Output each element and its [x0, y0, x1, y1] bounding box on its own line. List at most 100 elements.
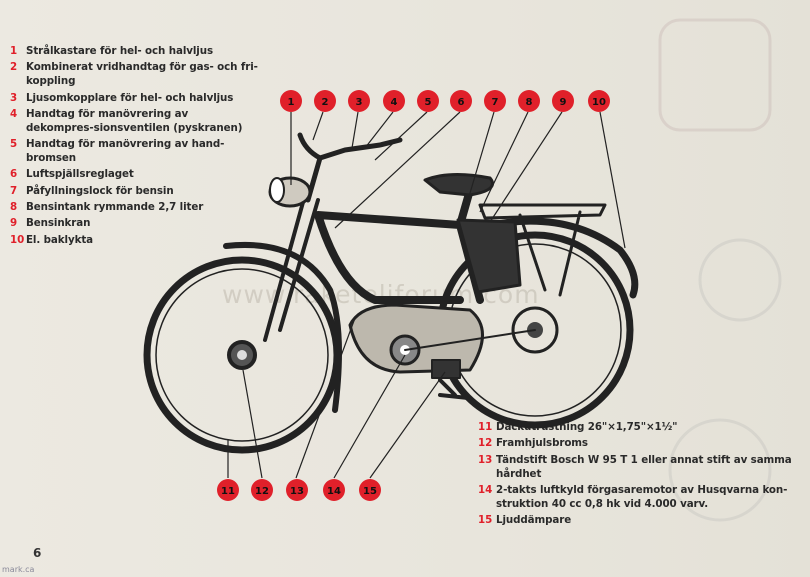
moped-illustration [143, 132, 639, 454]
handlebar [297, 132, 403, 161]
rear-carrier [478, 203, 607, 297]
legend-number: 15 [478, 514, 493, 527]
legend-text: Tändstift Bosch W 95 T 1 eller annat sti… [496, 453, 792, 480]
leader-line-13 [295, 317, 356, 479]
callout-10: 10 [588, 90, 610, 112]
callout-6: 6 [450, 90, 472, 112]
front-wheel [143, 256, 341, 454]
callout-label: 6 [458, 97, 465, 108]
legend-number: 13 [478, 453, 493, 466]
callout-5: 5 [417, 90, 439, 112]
callout-15: 15 [359, 479, 381, 501]
legend-number: 11 [478, 421, 493, 433]
leader-line-8 [479, 111, 529, 213]
legend-text: Ljuddämpare [496, 514, 572, 527]
leader-line-4 [364, 111, 394, 149]
legend-text: Strålkastare för hel- och halvljus [26, 45, 213, 57]
corner-mark: mark.ca [2, 565, 35, 574]
leader-line-6 [334, 111, 461, 229]
leader-line-2 [312, 111, 324, 141]
fuel-tank [456, 218, 522, 294]
callout-13: 13 [286, 479, 308, 501]
leader-lines [227, 111, 626, 479]
callout-8: 8 [518, 90, 540, 112]
legend-number: 7 [10, 184, 18, 197]
legend-item: 7 Påfyllningslock för bensin [8, 184, 258, 198]
callout-label: 7 [492, 97, 499, 108]
pedal [438, 378, 470, 400]
callout-label: 9 [560, 97, 567, 108]
legend-item: 1 Strålkastare för hel- och halvljus [8, 44, 258, 58]
chain [404, 329, 536, 351]
callout-7: 7 [484, 90, 506, 112]
callout-9: 9 [552, 90, 574, 112]
legend-text: Handtag för manövrering av hand-bromsen [26, 138, 225, 165]
legend-text: Ljusomkopplare för hel- och halvljus [26, 91, 234, 104]
legend-text: Luftspjällsreglaget [26, 168, 134, 181]
legend-text: El. baklykta [26, 233, 93, 246]
callouts: 1 2 3 4 5 6 7 8 9 10 11 12 13 14 15 [217, 90, 610, 501]
callout-label: 2 [322, 97, 329, 108]
callout-label: 4 [391, 97, 398, 108]
legend-number: 2 [10, 61, 18, 74]
callout-1: 1 [280, 90, 302, 112]
leader-line-3 [351, 111, 359, 149]
leader-line-5 [374, 111, 428, 161]
callout-label: 12 [255, 486, 269, 497]
front-fork [263, 193, 320, 342]
legend-item: 2 Kombinerat vridhandtag för gas- och fri… [8, 60, 258, 88]
legend-number: 14 [478, 483, 493, 496]
legend-text: Bensinkran [26, 217, 91, 230]
callout-label: 8 [526, 97, 533, 108]
muffler [431, 359, 461, 379]
leader-line-14 [333, 354, 406, 479]
callout-label: 15 [363, 486, 377, 497]
legend-text: Påfyllningslock för bensin [26, 184, 174, 197]
leader-line-7 [464, 111, 495, 211]
legend-number: 12 [478, 437, 493, 450]
headlamp [268, 176, 312, 208]
callout-2: 2 [314, 90, 336, 112]
legend-number: 6 [10, 168, 18, 181]
leader-line-15 [369, 371, 446, 479]
callout-label: 11 [221, 486, 235, 497]
callout-label: 1 [288, 97, 295, 108]
callout-label: 14 [327, 486, 341, 497]
legend-number: 5 [10, 138, 18, 151]
legend-number: 10 [10, 233, 25, 246]
legend-item: 4 Handtag för manövrering av dekompres-si… [8, 107, 258, 135]
legend-item: 3 Ljusomkopplare för hel- och halvljus [8, 91, 258, 105]
leader-line-10 [599, 111, 626, 249]
legend-number: 4 [10, 107, 18, 120]
front-fender [223, 242, 342, 413]
legend-top: 1 Strålkastare för hel- och halvljus 2 Kom… [8, 44, 258, 249]
legend-text: 2-takts luftkyld förgasaremotor av Husqv… [496, 483, 788, 510]
callout-4: 4 [383, 90, 405, 112]
callout-label: 13 [290, 486, 304, 497]
callout-12: 12 [251, 479, 273, 501]
legend-item: 5 Handtag för manövrering av hand-bromsen [8, 137, 258, 165]
legend-item: 6 Luftspjällsreglaget [8, 167, 258, 181]
callout-3: 3 [348, 90, 370, 112]
legend-number: 3 [10, 91, 18, 104]
legend-text: Bensintank rymmande 2,7 liter [26, 201, 204, 214]
legend-number: 1 [10, 45, 18, 57]
callout-label: 5 [425, 97, 432, 108]
saddle [423, 172, 494, 197]
callout-label: 3 [356, 97, 363, 108]
legend-text: Handtag för manövrering av dekompres-sio… [26, 107, 243, 134]
page-number: 6 [33, 546, 42, 560]
callout-label: 10 [592, 97, 606, 108]
leader-line-9 [489, 111, 563, 223]
legend-text: Kombinerat vridhandtag för gas- och fri-… [26, 61, 258, 88]
